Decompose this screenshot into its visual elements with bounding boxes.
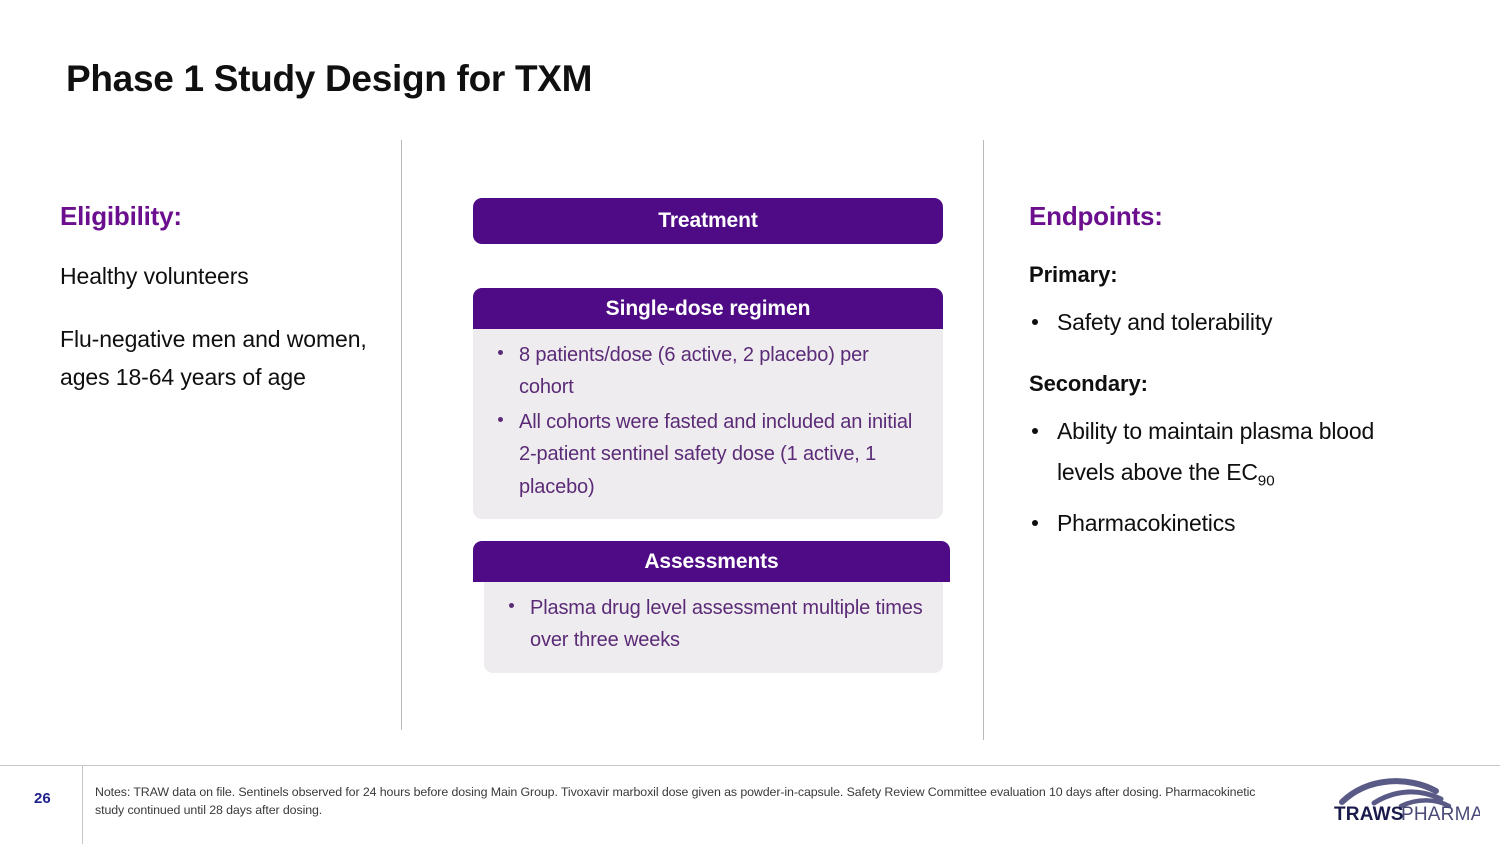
column-divider-left [401,140,402,730]
primary-endpoints-list: Safety and tolerability [1029,302,1429,343]
list-item: Ability to maintain plasma blood levels … [1029,411,1429,495]
single-dose-regimen-body: 8 patients/dose (6 active, 2 placebo) pe… [473,329,943,519]
page-title: Phase 1 Study Design for TXM [66,58,593,99]
list-item-text: Ability to maintain plasma blood levels … [1057,417,1375,485]
list-item-text: All cohorts were fasted and included an … [519,410,913,498]
ec90-subscript: 90 [1257,472,1275,490]
footer-divider [0,765,1500,766]
list-item: Pharmacokinetics [1029,503,1429,544]
list-item: Safety and tolerability [1029,302,1429,343]
secondary-endpoints-label: Secondary: [1029,370,1148,396]
eligibility-content: Healthy volunteers Flu-negative men and … [60,258,370,422]
list-item-text: Pharmacokinetics [1057,509,1236,536]
list-item-text: Plasma drug level assessment multiple ti… [530,596,923,652]
footnote-text: Notes: TRAW data on file. Sentinels obse… [95,785,1256,817]
list-item-text: Safety and tolerability [1057,309,1273,335]
svg-text:PHARMA: PHARMA [1401,804,1480,825]
secondary-endpoints-list: Ability to maintain plasma blood levels … [1029,411,1429,544]
single-dose-bullet-list: 8 patients/dose (6 active, 2 placebo) pe… [489,339,927,503]
treatment-column: Treatment Single-dose regimen 8 patients… [473,198,950,673]
footer-page-divider [82,766,83,844]
bullet-dot-icon [509,602,514,608]
eligibility-paragraph: Flu-negative men and women, ages 18-64 y… [60,326,367,390]
traws-pharma-logo: TRAWS PHARMA [1328,772,1480,830]
endpoints-content: Primary: Safety and tolerability Seconda… [1029,262,1429,551]
list-item: 8 patients/dose (6 active, 2 placebo) pe… [489,339,927,404]
treatment-title-bar: Treatment [473,198,943,244]
assessments-bullet-list: Plasma drug level assessment multiple ti… [500,592,927,657]
eligibility-paragraph: Healthy volunteers [60,263,249,289]
page-number: 26 [34,790,51,807]
single-dose-regimen-header: Single-dose regimen [473,288,943,329]
list-item-text: 8 patients/dose (6 active, 2 placebo) pe… [519,344,869,399]
primary-endpoints-label: Primary: [1029,262,1118,287]
bullet-dot-icon [1032,427,1038,434]
bullet-dot-icon [1032,319,1038,326]
bullet-dot-icon [498,350,503,355]
endpoints-heading: Endpoints: [1029,201,1163,231]
column-divider-right [983,140,984,740]
svg-text:TRAWS: TRAWS [1334,804,1404,825]
list-item: Plasma drug level assessment multiple ti… [500,592,927,657]
assessments-body: Plasma drug level assessment multiple ti… [484,581,943,673]
bullet-dot-icon [498,416,503,422]
assessments-header: Assessments [473,540,950,582]
list-item: All cohorts were fasted and included an … [489,406,927,503]
eligibility-heading: Eligibility: [60,201,182,231]
bullet-dot-icon [1032,519,1038,526]
